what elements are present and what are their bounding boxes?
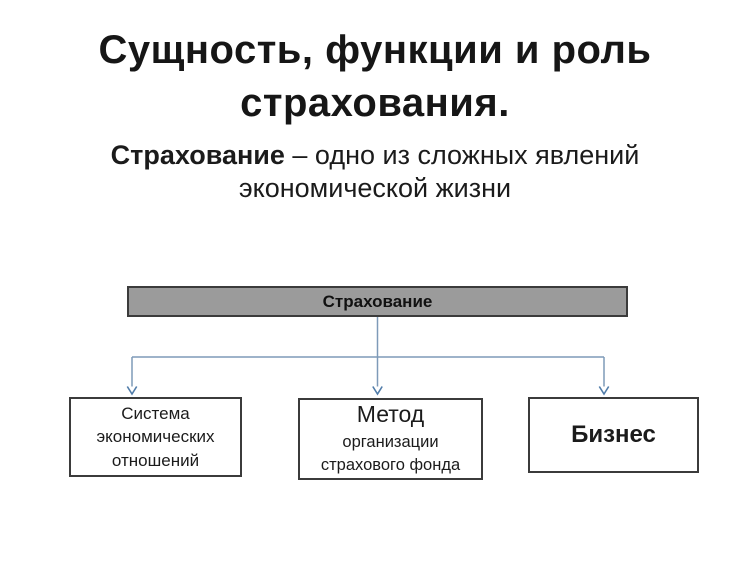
arrowhead-right-icon bbox=[598, 386, 610, 396]
subtitle-lead-bold: Страхование bbox=[110, 140, 285, 170]
diagram-node-business: Бизнес bbox=[528, 397, 699, 473]
arrowhead-left-icon bbox=[126, 386, 138, 396]
diagram-node-system: Система экономических отношений bbox=[69, 397, 242, 477]
diagram-node-method: Метод организации страхового фонда bbox=[298, 398, 483, 480]
diagram-node-insurance-label: Страхование bbox=[322, 291, 433, 311]
diagram-node-insurance: Страхование bbox=[127, 286, 628, 317]
title-line-2: страхования. bbox=[240, 80, 510, 125]
diagram-node-method-line-2: организации bbox=[342, 432, 439, 451]
diagram-node-system-line-3: отношений bbox=[111, 450, 200, 470]
page-title: Сущность, функции и роль страхования. bbox=[0, 24, 750, 130]
diagram-node-system-line-2: экономических bbox=[96, 427, 215, 447]
title-line-1: Сущность, функции и роль bbox=[98, 28, 652, 72]
diagram-node-method-line-3: страхового фонда bbox=[320, 455, 461, 474]
arrowhead-center-icon bbox=[372, 386, 383, 396]
subtitle-rest: – одно из сложных явлений bbox=[284, 140, 640, 170]
diagram-node-system-line-1: Система bbox=[121, 403, 190, 423]
diagram-node-business-label: Бизнес bbox=[571, 421, 656, 448]
diagram-node-method-line-1: Метод bbox=[356, 401, 425, 428]
subtitle-line-2: экономической жизни bbox=[238, 173, 512, 204]
